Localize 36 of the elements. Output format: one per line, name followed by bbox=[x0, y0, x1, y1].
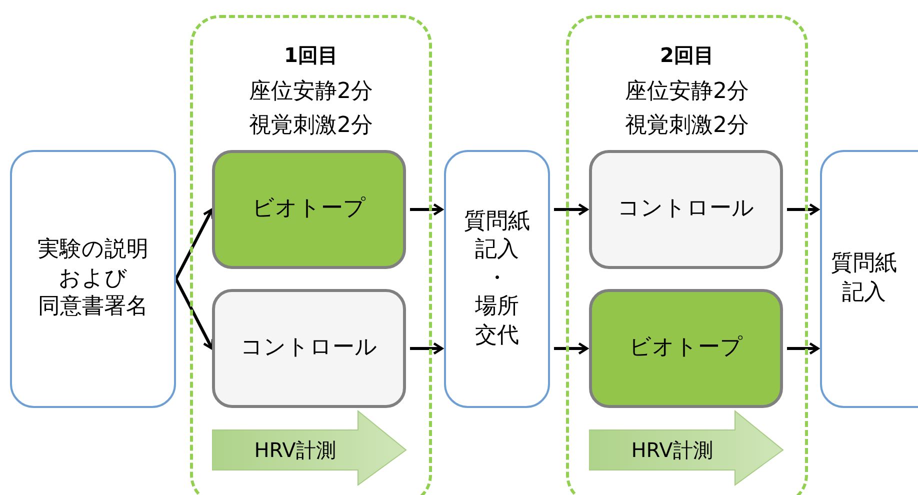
step-box bbox=[820, 150, 918, 408]
condition-box bbox=[589, 289, 783, 408]
step-text: 質問紙記入 bbox=[463, 208, 531, 264]
condition-text: 座位安静2分 bbox=[249, 78, 373, 106]
step-text: 質問紙記入 bbox=[830, 250, 898, 307]
condition-box bbox=[589, 150, 783, 269]
arrow-label: HRV計測 bbox=[254, 437, 336, 464]
arrow bbox=[554, 203, 588, 216]
step-text: 場所交代 bbox=[474, 293, 520, 350]
session-heading: 2回目 bbox=[660, 42, 714, 69]
condition-box bbox=[212, 289, 406, 408]
arrow bbox=[787, 203, 820, 216]
arrow bbox=[554, 342, 588, 355]
arrow bbox=[174, 208, 214, 280]
step-text: 同意書署名 bbox=[36, 293, 149, 322]
step-text: ビオトープ bbox=[629, 334, 743, 362]
step-text: 実験の説明 bbox=[36, 236, 150, 264]
step-text: および bbox=[57, 264, 128, 293]
session-heading: 1回目 bbox=[284, 42, 338, 69]
arrow bbox=[410, 203, 444, 216]
arrow-label: HRV計測 bbox=[631, 437, 713, 464]
step-text: コントロール bbox=[240, 334, 378, 362]
condition-box bbox=[212, 150, 406, 269]
arrow bbox=[174, 278, 214, 350]
condition-text: 視覚刺激2分 bbox=[249, 112, 373, 140]
condition-text: 視覚刺激2分 bbox=[625, 112, 749, 140]
step-text: ・ bbox=[485, 264, 509, 293]
session-frame bbox=[566, 15, 808, 495]
step-text: ビオトープ bbox=[252, 195, 366, 224]
step-box bbox=[10, 150, 176, 408]
step-box bbox=[444, 150, 550, 408]
arrow bbox=[787, 342, 820, 355]
session-frame bbox=[190, 15, 432, 495]
condition-text: 座位安静2分 bbox=[625, 78, 749, 106]
step-text: コントロール bbox=[618, 195, 754, 224]
arrow bbox=[410, 342, 444, 355]
